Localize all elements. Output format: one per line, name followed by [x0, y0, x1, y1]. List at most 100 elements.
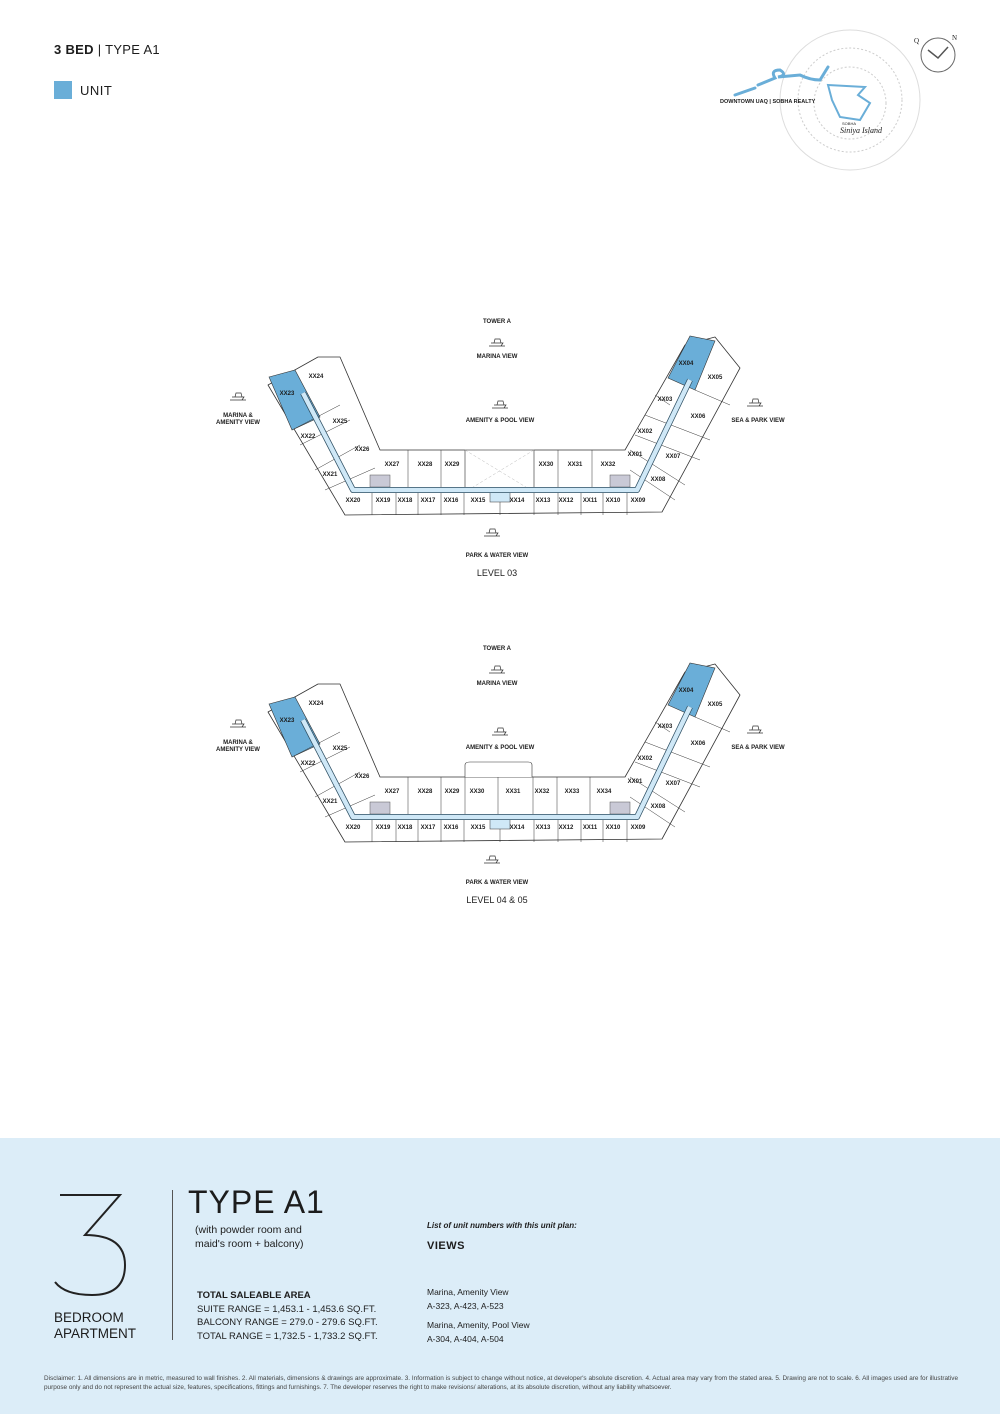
unit-label: XX07 — [665, 781, 681, 787]
views-title: VIEWS — [427, 1240, 465, 1252]
park-tree-icon — [747, 398, 763, 407]
pool-tree-icon — [492, 727, 508, 736]
view-label-bottom: PARK & WATER VIEW — [465, 880, 529, 886]
unit-label: XX18 — [397, 825, 413, 831]
unit-label: XX03 — [657, 397, 673, 403]
unit-label: XX23 — [279, 391, 295, 397]
marina-tree-icon — [230, 392, 246, 401]
location-logo: DOWNTOWN UAQ | SOBHA REALTY SOBHA Siniya… — [700, 25, 980, 175]
highlighted-unit — [268, 369, 321, 431]
unit-label: XX04 — [678, 688, 694, 694]
unit-type-title: TYPE A1 — [188, 1184, 325, 1220]
unit-label: XX25 — [332, 746, 348, 752]
unit-label: XX09 — [630, 498, 646, 504]
raised-block — [464, 761, 533, 777]
unit-label: XX29 — [444, 789, 460, 795]
unit-label: XX27 — [384, 462, 400, 468]
unit-label: XX01 — [627, 452, 643, 458]
unit-label: XX05 — [707, 375, 723, 381]
tower-label: TOWER A — [483, 646, 511, 652]
view-label-left: MARINA & AMENITY VIEW — [216, 740, 260, 753]
unit-divider — [634, 434, 701, 461]
core — [609, 801, 631, 815]
core — [609, 474, 631, 488]
unit-divider — [644, 414, 711, 441]
unit-label: XX26 — [354, 447, 370, 453]
marina-tree-icon — [230, 719, 246, 728]
unit-label: XX32 — [600, 462, 616, 468]
unit-label: XX31 — [567, 462, 583, 468]
legend-label: UNIT — [80, 82, 113, 98]
unit-label: XX29 — [444, 462, 460, 468]
unit-label: XX26 — [354, 774, 370, 780]
unit-label: XX19 — [375, 498, 391, 504]
unit-label: XX12 — [558, 498, 574, 504]
unit-label: XX30 — [538, 462, 554, 468]
unit-label: XX01 — [627, 779, 643, 785]
area-block: TOTAL SALEABLE AREA SUITE RANGE = 1,453.… — [197, 1290, 378, 1342]
unit-label: XX32 — [534, 789, 550, 795]
unit-label: XX02 — [637, 756, 653, 762]
unit-label: XX13 — [535, 498, 551, 504]
unit-list-title: List of unit numbers with this unit plan… — [427, 1221, 577, 1230]
unit-label: XX19 — [375, 825, 391, 831]
unit-label: XX10 — [605, 498, 621, 504]
lobby — [489, 491, 511, 503]
divider — [172, 1190, 173, 1340]
unit-label: XX31 — [505, 789, 521, 795]
unit-label: XX21 — [322, 799, 338, 805]
unit-divider — [694, 716, 731, 733]
unit-label: XX14 — [509, 825, 525, 831]
location-map-icon — [733, 29, 956, 171]
core — [369, 474, 391, 488]
unit-label: XX16 — [443, 825, 459, 831]
page-header: 3 BED | TYPE A1 — [54, 42, 160, 57]
unit-divider — [654, 721, 671, 733]
unit-divider — [629, 449, 686, 486]
boat-icon — [489, 665, 505, 674]
core — [369, 801, 391, 815]
plan-drawing — [230, 335, 763, 537]
lobby — [489, 818, 511, 830]
unit-swatch — [54, 81, 72, 99]
bedroom-number-graphic — [54, 1194, 127, 1297]
unit-label: XX03 — [657, 724, 673, 730]
view-label-right: SEA & PARK VIEW — [731, 745, 785, 751]
unit-divider — [654, 394, 671, 406]
unit-label: XX24 — [308, 374, 324, 380]
bedroom-count: 3 — [50, 1190, 130, 1305]
park-tree-icon — [747, 725, 763, 734]
unit-label: XX17 — [420, 498, 436, 504]
unit-label: XX07 — [665, 454, 681, 460]
view-label-right: SEA & PARK VIEW — [731, 418, 785, 424]
unit-label: XX06 — [690, 414, 706, 420]
highlighted-unit — [268, 696, 321, 758]
unit-label: XX02 — [637, 429, 653, 435]
view-label-top: MARINA VIEW — [476, 681, 518, 687]
level-label: LEVEL 03 — [476, 568, 518, 578]
unit-label: XX22 — [300, 434, 316, 440]
unit-label: XX20 — [345, 825, 361, 831]
unit-label: XX21 — [322, 472, 338, 478]
unit-label: XX34 — [596, 789, 612, 795]
unit-label: XX20 — [345, 498, 361, 504]
corridor-fill — [301, 706, 693, 820]
park-water-icon — [484, 855, 500, 864]
unit-label: XX08 — [650, 477, 666, 483]
unit-label: XX15 — [470, 825, 486, 831]
unit-label: XX11 — [582, 825, 598, 831]
unit-label: XX05 — [707, 702, 723, 708]
unit-label: XX28 — [417, 462, 433, 468]
unit-divider — [694, 389, 731, 406]
view-label-center: AMENITY & POOL VIEW — [465, 745, 535, 751]
unit-label: XX06 — [690, 741, 706, 747]
unit-label: XX22 — [300, 761, 316, 767]
view-label-top: MARINA VIEW — [476, 354, 518, 360]
unit-divider — [634, 761, 701, 788]
unit-label: XX16 — [443, 498, 459, 504]
unit-label: XX13 — [535, 825, 551, 831]
